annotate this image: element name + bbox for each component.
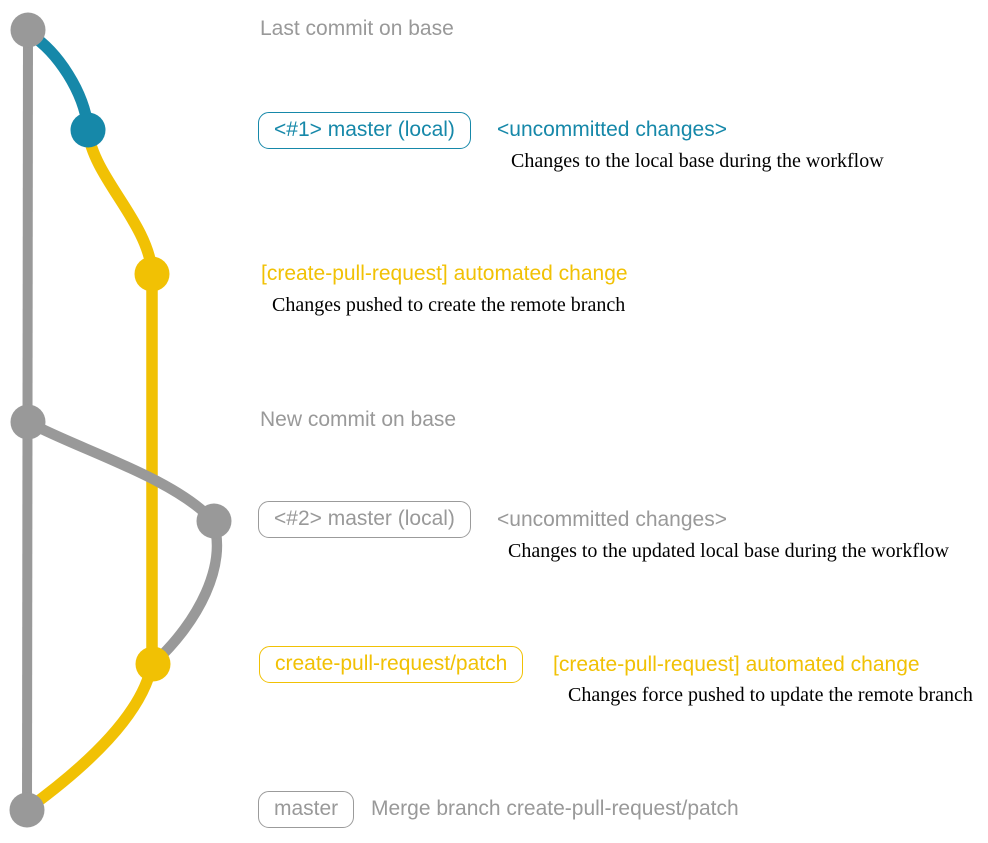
badge-master-local-2: <#2> master (local) xyxy=(258,501,471,539)
edge-force-push-update xyxy=(149,515,223,668)
badge-create-pull-request-patch-label: create-pull-request/patch xyxy=(275,652,508,675)
caption-changes-force-pushed: Changes force pushed to update the remot… xyxy=(568,684,973,706)
label-uncommitted-changes-1: <uncommitted changes> xyxy=(497,118,727,141)
badge-master-local-2-label: <#2> master (local) xyxy=(274,507,455,530)
badge-master-local-1: <#1> master (local) xyxy=(258,112,471,150)
label-new-commit-on-base: New commit on base xyxy=(260,408,457,431)
commit-node-master-local-2 xyxy=(196,503,232,539)
edge-merge-patch-into-base xyxy=(23,658,158,814)
edge-master-local-2 xyxy=(22,416,219,527)
label-last-commit-on-base: Last commit on base xyxy=(260,17,454,40)
label-uncommitted-changes-2: <uncommitted changes> xyxy=(497,508,727,531)
caption-local-base-changes-2: Changes to the updated local base during… xyxy=(508,540,949,562)
label-merge-branch: Merge branch create-pull-request/patch xyxy=(371,797,739,820)
commit-node-automated-change-2 xyxy=(135,646,171,682)
caption-changes-pushed: Changes pushed to create the remote bran… xyxy=(272,294,626,316)
commit-node-master-local-1 xyxy=(70,112,106,148)
edge-master-local-1 xyxy=(24,28,94,134)
edge-patch-branch-create xyxy=(82,126,158,278)
badge-master: master xyxy=(258,791,355,829)
label-automated-change-2: [create-pull-request] automated change xyxy=(553,653,920,676)
badge-create-pull-request-patch: create-pull-request/patch xyxy=(259,646,524,684)
badge-master-local-1-label: <#1> master (local) xyxy=(274,118,455,141)
commit-node-automated-change-1 xyxy=(134,256,170,292)
commit-node-last-base xyxy=(10,12,46,48)
label-automated-change-1: [create-pull-request] automated change xyxy=(261,262,628,285)
badge-master-label: master xyxy=(274,797,339,820)
commit-node-merge xyxy=(9,792,45,828)
caption-local-base-changes-1: Changes to the local base during the wor… xyxy=(511,150,884,172)
commit-node-new-base xyxy=(10,404,46,440)
